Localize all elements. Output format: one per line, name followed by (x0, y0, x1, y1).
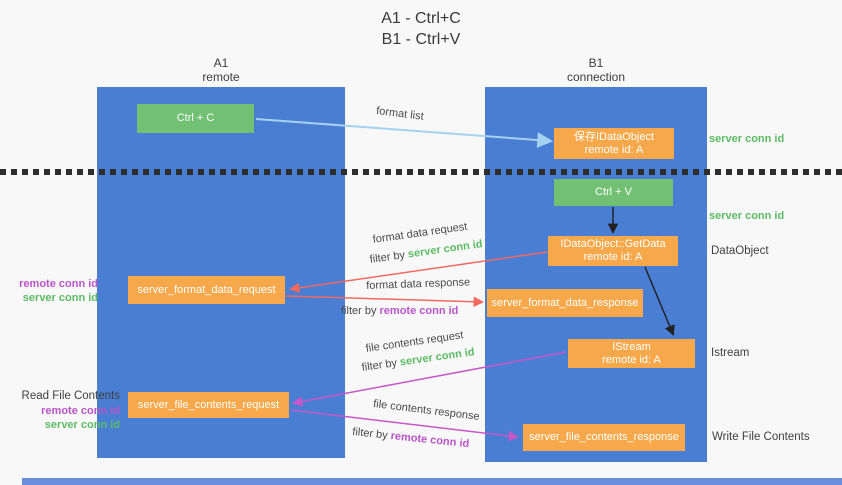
filter-by-text: filter by (351, 426, 389, 442)
label-read-file-contents: Read File Contents (21, 390, 120, 402)
label-server-conn-id: server conn id (22, 292, 98, 304)
column-b1-name: B1 (588, 56, 604, 70)
label-server-conn-id-mid: server conn id (709, 210, 785, 222)
divider-dotted-line (0, 169, 842, 175)
label-write-file-contents: Write File Contents (712, 431, 810, 443)
column-header-b1: B1 connection (536, 56, 656, 84)
node-server-file-contents-request: server_file_contents_request (128, 392, 289, 418)
node-server-file-contents-response: server_file_contents_response (523, 424, 685, 451)
label-remote-conn-id: remote conn id (41, 405, 120, 417)
column-b1-subtitle: connection (566, 70, 626, 84)
label-dataobject: DataObject (711, 245, 769, 257)
filter-key-remote-conn-id: remote conn id (379, 305, 459, 317)
label-format-data-response: format data response (366, 276, 471, 292)
filter-by-text: filter by (361, 357, 398, 374)
node-save-dataobject-line2: remote id: A (584, 143, 644, 156)
node-ctrl-c-label: Ctrl + C (176, 112, 215, 124)
node-save-dataobject: 保存IDataObject remote id: A (554, 128, 674, 159)
node-istream-line1: IStream (612, 340, 651, 353)
node-server-file-contents-request-label: server_file_contents_request (137, 398, 280, 411)
node-getdata-line1: IDataObject::GetData (560, 238, 666, 250)
node-server-format-data-response: server_format_data_response (487, 289, 643, 317)
label-istream: Istream (711, 347, 750, 359)
filter-key-remote-conn-id: remote conn id (390, 430, 470, 451)
filter-key-server-conn-id: server conn id (399, 346, 476, 369)
filter-by-text: filter by (369, 249, 406, 266)
title-line-2: B1 - Ctrl+V (381, 31, 461, 48)
left-conn-id-stack-top: remote conn id server conn id (0, 277, 98, 305)
node-ctrl-v-label: Ctrl + V (595, 186, 632, 198)
column-a1-subtitle: remote (202, 70, 240, 84)
label-file-contents-response: file contents response (372, 398, 481, 423)
node-server-format-data-request: server_format_data_request (128, 276, 285, 304)
node-ctrl-v: Ctrl + V (554, 179, 673, 206)
node-save-dataobject-text: 保存IDataObject remote id: A (574, 131, 654, 157)
node-server-format-data-response-label: server_format_data_response (491, 296, 639, 309)
column-a1-name: A1 (213, 56, 229, 70)
label-remote-conn-id: remote conn id (19, 278, 98, 290)
node-server-file-contents-response-label: server_file_contents_response (529, 431, 679, 443)
node-getdata: IDataObject::GetData remote id: A (548, 236, 678, 266)
label-file-contents-response-filter: filter by remote conn id (352, 426, 470, 450)
label-format-list: format list (375, 105, 425, 123)
left-conn-id-stack-bottom: Read File Contents remote conn id server… (0, 389, 120, 432)
window-edge-strip (22, 478, 842, 485)
title-line-1: A1 - Ctrl+C (381, 10, 461, 27)
filter-by-text: filter by (341, 305, 377, 317)
node-getdata-text: IDataObject::GetData remote id: A (560, 238, 665, 264)
label-server-conn-id: server conn id (44, 419, 120, 431)
label-server-conn-id-top: server conn id (709, 133, 785, 145)
node-server-format-data-request-label: server_format_data_request (137, 283, 276, 296)
node-getdata-line2: remote id: A (583, 251, 643, 263)
label-format-data-response-filter: filter by remote conn id (341, 305, 458, 317)
node-istream: IStream remote id: A (568, 339, 695, 368)
node-save-dataobject-line1: 保存IDataObject (573, 130, 655, 143)
diagram-title: A1 - Ctrl+C B1 - Ctrl+V (0, 8, 842, 50)
node-istream-line2: remote id: A (602, 353, 661, 366)
column-header-a1: A1 remote (161, 56, 281, 84)
node-ctrl-c: Ctrl + C (137, 104, 254, 133)
filter-key-server-conn-id: server conn id (407, 238, 484, 261)
node-istream-text: IStream remote id: A (602, 341, 661, 367)
